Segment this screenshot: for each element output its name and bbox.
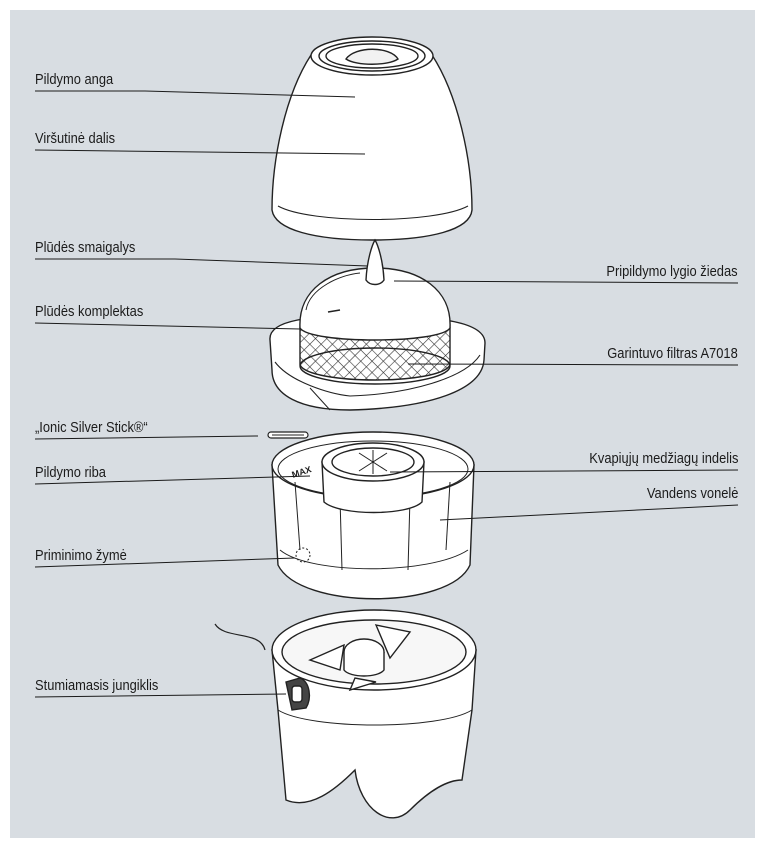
top-part-shape [272,37,472,240]
label-water-tray: Vandens vonelė [646,485,738,503]
base-unit-shape [215,610,476,818]
label-slide-switch: Stumiamasis jungiklis [35,677,158,695]
diagram-panel: MAX [10,10,755,838]
water-tray-shape: MAX [272,432,474,599]
leader-line-water-tray [440,505,738,520]
float-assembly-shape [270,240,485,410]
label-float-assembly: Plūdės komplektas [35,303,143,321]
label-reminder-mark: Priminimo žymė [35,547,127,565]
label-evaporator-filter: Garintuvo filtras A7018 [607,345,738,363]
label-fragrance-container: Kvapiųjų medžiagų indelis [589,450,738,468]
label-fill-opening: Pildymo anga [35,71,113,89]
leader-line-float-assembly [35,323,300,329]
leader-line-float-spike [35,259,368,266]
leader-line-fill-level-ring [394,281,738,283]
label-ionic-silver-stick: „Ionic Silver Stick®“ [35,419,148,437]
label-fill-limit: Pildymo riba [35,464,106,482]
label-top-part: Viršutinė dalis [35,130,115,148]
label-fill-level-ring: Pripildymo lygio žiedas [607,263,738,281]
ionic-silver-stick-shape [268,432,308,438]
label-float-spike: Plūdės smaigalys [35,239,135,257]
